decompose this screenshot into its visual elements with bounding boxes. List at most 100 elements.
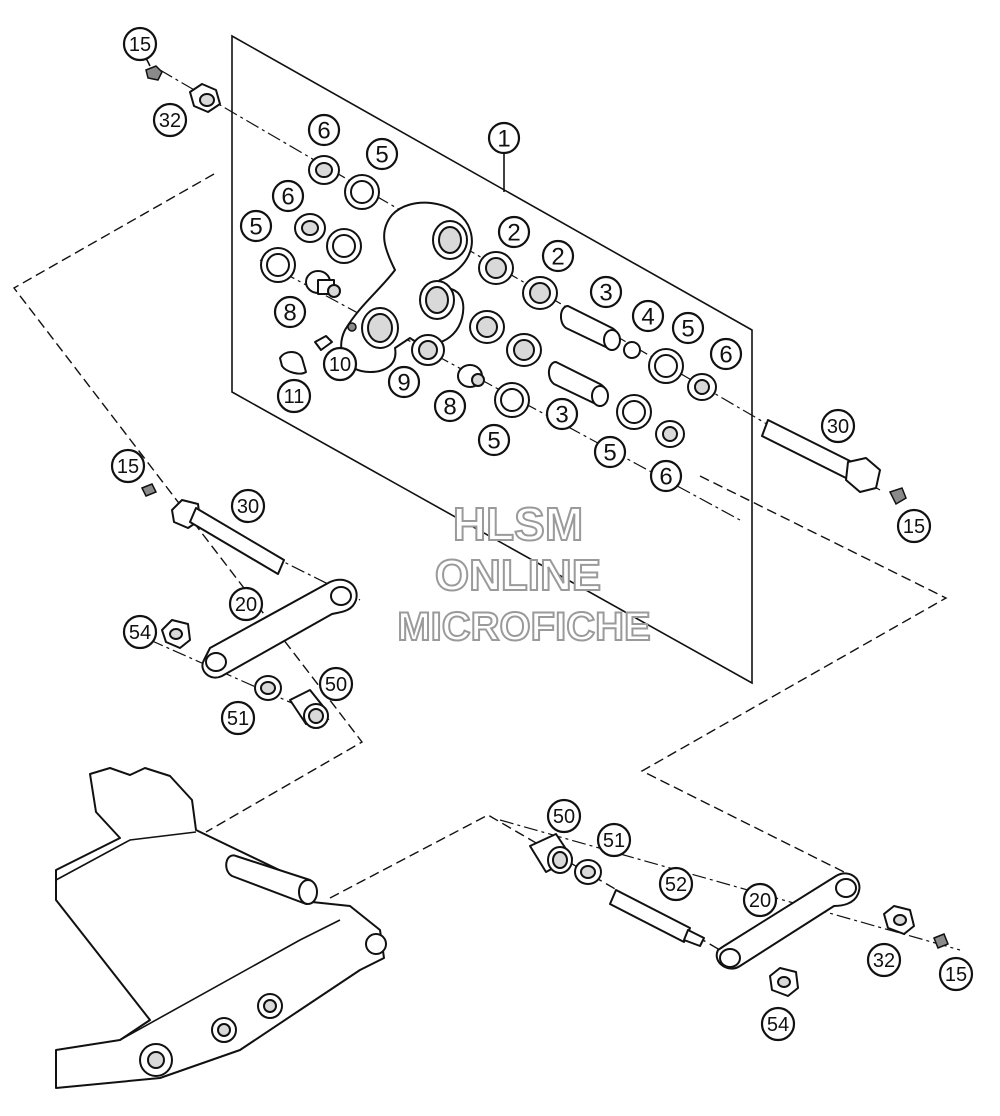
svg-text:15: 15: [129, 34, 151, 56]
svg-text:5: 5: [375, 142, 388, 169]
bolt-30-left: [140, 483, 285, 575]
callout-5e: 5: [593, 435, 627, 469]
svg-text:5: 5: [603, 440, 616, 467]
swingarm: [55, 767, 387, 1089]
callout-32b: 32: [866, 942, 902, 978]
nut-top-left: [189, 83, 221, 113]
callout-50b: 50: [546, 798, 582, 834]
bearing-9: [411, 334, 445, 366]
seal-51-upper: [254, 675, 282, 701]
callout-50a: 50: [318, 666, 354, 702]
cap-11: [279, 351, 307, 375]
callout-6b: 6: [271, 179, 305, 213]
callout-5a: 5: [365, 137, 399, 171]
callout-2a: 2: [497, 215, 531, 249]
seal-5-right-lower: [616, 394, 652, 430]
callout-5d: 5: [477, 423, 511, 457]
svg-text:20: 20: [235, 594, 257, 616]
callout-5c: 5: [671, 311, 705, 345]
nut-54-lower: [769, 967, 799, 997]
svg-text:2: 2: [551, 244, 564, 271]
callout-30b: 30: [230, 488, 266, 524]
bearing-50-lower: [529, 833, 573, 874]
callout-6d: 6: [649, 459, 683, 493]
svg-text:50: 50: [553, 806, 575, 828]
callout-10: 10: [322, 346, 358, 382]
svg-text:30: 30: [237, 496, 259, 518]
sleeve-3-lower: [548, 361, 609, 407]
callout-54a: 54: [122, 614, 158, 650]
seal-6-right-lower: [655, 420, 685, 448]
svg-text:5: 5: [487, 428, 500, 455]
svg-text:3: 3: [555, 402, 568, 429]
callout-8b: 8: [433, 389, 467, 423]
seal-6-mid: [294, 213, 326, 243]
svg-text:3: 3: [599, 280, 612, 307]
callout-52: 52: [658, 866, 694, 902]
svg-text:52: 52: [665, 874, 687, 896]
svg-text:15: 15: [903, 516, 925, 538]
callout-5b: 5: [239, 209, 273, 243]
svg-text:5: 5: [249, 214, 262, 241]
svg-text:1: 1: [497, 126, 510, 153]
link-lever: [340, 201, 473, 373]
seal-5-left: [260, 247, 296, 283]
callout-32a: 32: [152, 102, 188, 138]
callout-8a: 8: [273, 295, 307, 329]
callout-20a: 20: [228, 586, 264, 622]
assembly-plate-outline: [231, 34, 753, 685]
callout-15b: 15: [110, 448, 146, 484]
nut-32-lower: [883, 905, 915, 935]
svg-text:2: 2: [507, 220, 520, 247]
seal-6-top: [308, 155, 340, 185]
bearing-50-upper: [289, 689, 329, 729]
cap-top-left: [145, 65, 163, 81]
nut-54-upper: [161, 619, 191, 649]
svg-text:8: 8: [283, 300, 296, 327]
needle-bearing-2-lower: [522, 276, 558, 310]
rod-20-upper: [201, 578, 358, 679]
needle-bearing-2-upper: [478, 251, 514, 285]
right-boundary-dashed: [640, 475, 948, 881]
svg-text:20: 20: [749, 890, 771, 912]
axis-line-bottom: [499, 819, 961, 951]
callout-51a: 51: [220, 700, 256, 736]
callout-6c: 6: [709, 337, 743, 371]
svg-text:54: 54: [129, 622, 151, 644]
callout-1: 1: [487, 121, 521, 155]
watermark: HLSM ONLINE MICROFICHE: [396, 497, 651, 650]
seal-6-right-upper: [687, 373, 717, 401]
shaft-52: [609, 889, 705, 947]
watermark-line-3: MICROFICHE: [397, 605, 650, 649]
callout-9: 9: [387, 365, 421, 399]
svg-text:6: 6: [719, 342, 732, 369]
callout-3b: 3: [545, 397, 579, 431]
callout-11: 11: [276, 378, 312, 414]
grease-fitting-10: [314, 335, 333, 351]
callout-3a: 3: [589, 275, 623, 309]
svg-text:6: 6: [659, 464, 672, 491]
svg-text:32: 32: [873, 950, 895, 972]
callout-2b: 2: [541, 239, 575, 273]
seal-5-mid: [326, 228, 362, 264]
seal-5-center: [494, 382, 530, 418]
svg-text:50: 50: [325, 674, 347, 696]
callout-15c: 15: [896, 508, 932, 544]
svg-text:15: 15: [945, 964, 967, 986]
sleeve-3-upper: [560, 305, 621, 351]
svg-text:4: 4: [641, 304, 654, 331]
watermark-line-2: ONLINE: [435, 551, 601, 600]
svg-text:54: 54: [767, 1014, 789, 1036]
seal-5-top: [344, 174, 380, 210]
svg-text:30: 30: [827, 416, 849, 438]
svg-text:15: 15: [117, 456, 139, 478]
callout-54b: 54: [760, 1006, 796, 1042]
callout-15a: 15: [122, 26, 158, 62]
axis-line-top: [159, 69, 881, 491]
callout-15d: 15: [938, 956, 974, 992]
svg-text:9: 9: [397, 370, 410, 397]
svg-text:5: 5: [681, 316, 694, 343]
svg-text:6: 6: [317, 118, 330, 145]
callout-20b: 20: [742, 882, 778, 918]
svg-text:6: 6: [281, 184, 294, 211]
